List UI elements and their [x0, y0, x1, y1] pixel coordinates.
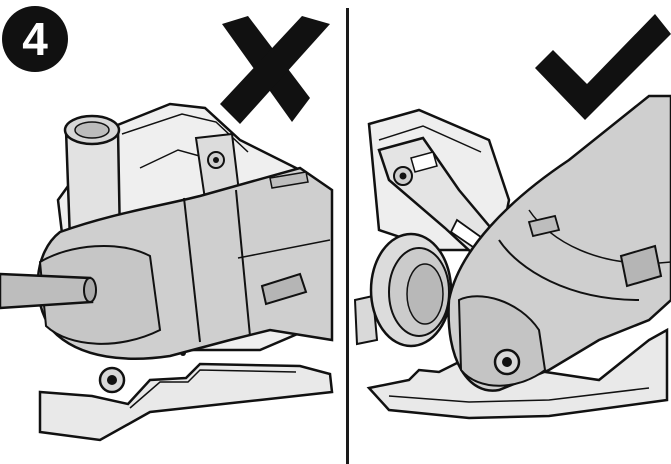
right-panel-illustration — [353, 14, 671, 420]
step-number: 4 — [22, 13, 48, 65]
step-number-badge: 4 — [2, 6, 68, 72]
vent-slot — [527, 214, 561, 238]
left-panel-illustration — [0, 16, 334, 442]
panel-divider — [346, 8, 349, 464]
base-plate — [38, 362, 334, 442]
cross-icon — [220, 16, 330, 124]
vent-slot — [260, 272, 308, 306]
checkmark-icon — [535, 14, 671, 120]
spindle-shaft — [0, 272, 94, 310]
